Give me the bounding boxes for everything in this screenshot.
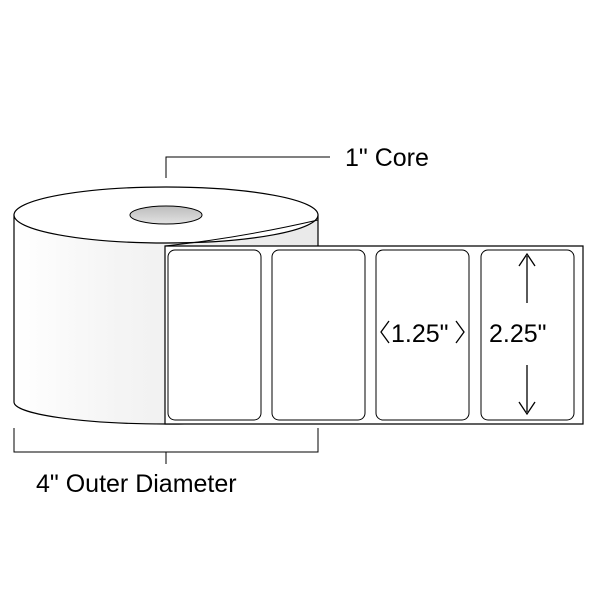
label-4 bbox=[480, 249, 575, 421]
outer-diameter-bracket bbox=[13, 428, 319, 453]
label-height-text: 2.25" bbox=[489, 320, 547, 348]
label-width-text: 1.25" bbox=[391, 320, 449, 348]
label-2 bbox=[271, 249, 366, 421]
core-hole bbox=[129, 205, 203, 225]
label-3 bbox=[375, 249, 470, 421]
height-arrow-down-head bbox=[518, 401, 536, 416]
width-arrow-left bbox=[380, 320, 390, 344]
core-leader-line bbox=[165, 156, 330, 178]
outer-diameter-label: 4" Outer Diameter bbox=[36, 470, 237, 498]
height-arrow-up-head bbox=[518, 252, 536, 267]
width-arrow-right bbox=[455, 320, 465, 344]
label-1 bbox=[167, 249, 262, 421]
label-liner bbox=[164, 245, 584, 425]
liner-curve bbox=[164, 219, 319, 247]
core-label: 1" Core bbox=[345, 144, 429, 172]
